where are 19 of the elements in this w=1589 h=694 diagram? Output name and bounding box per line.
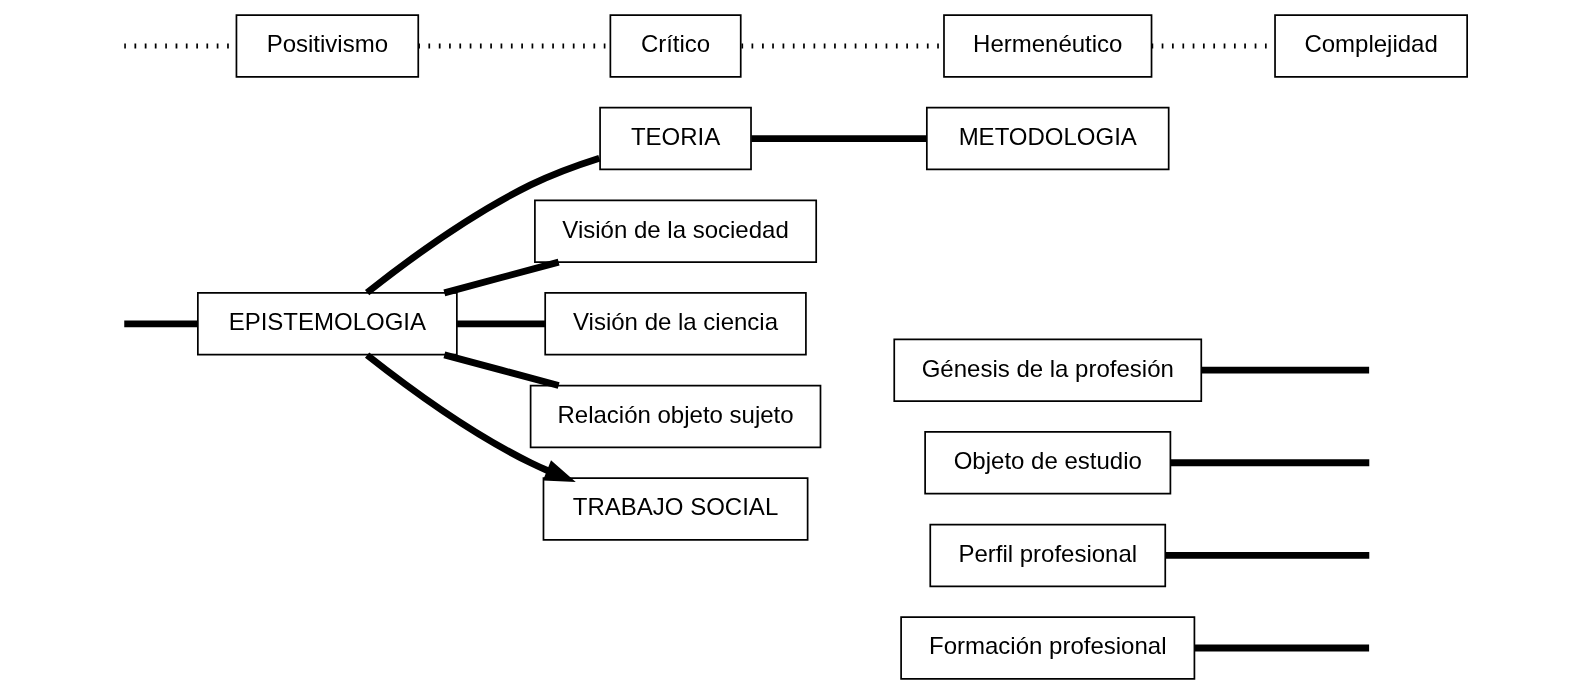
node-box: Hermenéutico (942, 14, 1152, 78)
node-box: Visión de la sociedad (533, 199, 817, 263)
arrow (364, 352, 576, 482)
node-box: METODOLOGIA (925, 106, 1170, 171)
node-box: TRABAJO SOCIAL (542, 477, 808, 541)
node-box: Perfil profesional (928, 523, 1166, 588)
connector (442, 258, 560, 297)
node-box: Crítico (609, 14, 742, 78)
node-box: Complejidad (1273, 14, 1468, 78)
connector (364, 154, 600, 296)
node-box: Relación objeto sujeto (529, 384, 821, 449)
node-box: Visión de la ciencia (543, 292, 807, 356)
node-box: EPISTEMOLOGIA (196, 292, 458, 356)
node-box: TEORIA (598, 106, 752, 171)
node-box: Objeto de estudio (923, 431, 1171, 495)
connector (456, 320, 545, 328)
node-box: Positivismo (235, 14, 419, 78)
node-box: Formación profesional (899, 616, 1195, 680)
node-box: Génesis de la profesión (892, 338, 1202, 402)
